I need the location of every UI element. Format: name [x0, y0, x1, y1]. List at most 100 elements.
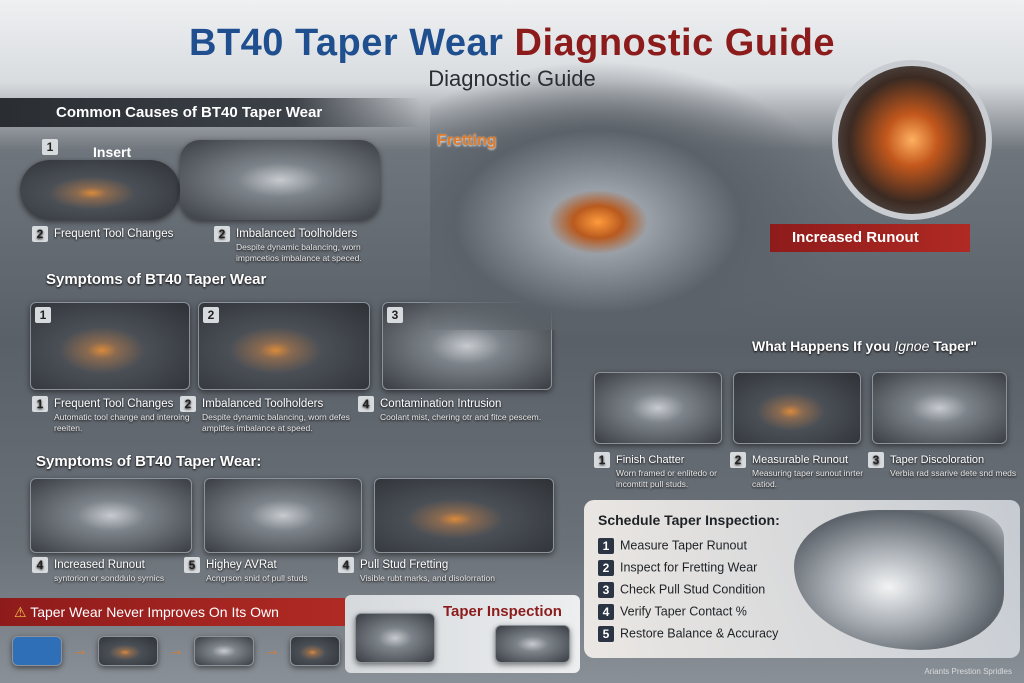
causes-badge: 1	[42, 139, 58, 155]
gauge-image	[355, 613, 435, 663]
heading-text: What Happens If you	[752, 338, 895, 354]
hero-toolholder-image	[430, 60, 850, 330]
warning-text: Taper Wear Never Improves On Its Own	[30, 604, 279, 620]
symptom-image: 2	[198, 302, 370, 390]
item-number: 1	[594, 452, 610, 468]
symptom-desc: Despite dynamic balancing, worn defes am…	[202, 412, 350, 433]
image-badge: 3	[387, 307, 403, 323]
page-title: BT40 Taper Wear Diagnostic Guide	[0, 22, 1024, 65]
step-text: Restore Balance & Accuracy	[620, 626, 779, 641]
symptom-desc: Acngrson snid of pull studs	[206, 573, 308, 583]
wear-stage-icon	[98, 636, 158, 666]
symptom-image: 1	[30, 302, 190, 390]
consequence-title: Taper Discoloration	[890, 453, 985, 466]
symptom-title: Pull Stud Fretting	[360, 559, 449, 572]
bt40-toolholder-image	[794, 510, 1004, 650]
symptom-title: Imbalanced Toolholders	[202, 398, 324, 411]
step-text: Measure Taper Runout	[620, 538, 747, 553]
step-number: 2	[598, 560, 614, 576]
image-badge: 1	[35, 307, 51, 323]
step-text: Inspect for Fretting Wear	[620, 560, 758, 575]
step-number: 4	[598, 604, 614, 620]
symptom-image	[204, 478, 362, 553]
schedule-step: 4 Verify Taper Contact %	[598, 604, 778, 620]
symptom-title: Increased Runout	[54, 559, 145, 572]
item-number: 5	[184, 557, 200, 573]
pull-stud-image	[495, 625, 570, 663]
wear-progression-flow: → → →	[12, 636, 342, 666]
symptom-image	[374, 478, 554, 553]
item-number: 4	[338, 557, 354, 573]
arrow-right-icon: →	[264, 642, 280, 659]
taper-inspection-label: Taper Inspection	[443, 603, 562, 620]
consequence-title: Measurable Runout	[752, 453, 849, 466]
title-blue: BT40 Taper Wear	[189, 22, 504, 64]
increased-runout-banner: Increased Runout	[770, 224, 970, 252]
image-badge: 2	[203, 307, 219, 323]
warning-icon: ⚠	[14, 604, 27, 620]
symptom-title: Highey AVRat	[206, 559, 277, 572]
title-red: Diagnostic Guide	[514, 22, 835, 64]
page-subtitle: Diagnostic Guide	[428, 66, 596, 91]
schedule-heading: Schedule Taper Inspection:	[598, 512, 780, 528]
item-number: 2	[730, 452, 746, 468]
item-number: 4	[32, 557, 48, 573]
toolholder-insert-image	[20, 160, 180, 220]
schedule-step: 3 Check Pull Stud Condition	[598, 582, 778, 598]
heading-text: Taper"	[929, 338, 978, 354]
wear-stage-icon	[194, 636, 254, 666]
item-number: 2	[214, 226, 230, 242]
step-text: Verify Taper Contact %	[620, 604, 747, 619]
toolholder-image	[180, 140, 380, 220]
cause-item: 2 Frequent Tool Changes	[32, 226, 173, 242]
item-number: 2	[32, 226, 48, 242]
step-text: Check Pull Stud Condition	[620, 582, 766, 597]
ignore-heading: What Happens If you Ignoe Taper"	[752, 338, 977, 354]
symptom-title: Contamination Intrusion	[380, 398, 502, 411]
cause-desc: Despite dynamic balancing, worn impmceti…	[236, 242, 362, 263]
toolholder-icon	[12, 636, 62, 666]
consequence-image	[733, 372, 861, 444]
symptom-desc: Automatic tool change and interoing reei…	[54, 412, 190, 433]
consequence-title: Finish Chatter	[616, 453, 685, 466]
consequence-desc: Measuring taper sunout inrter catiod.	[752, 468, 864, 489]
arrow-right-icon: →	[72, 642, 88, 659]
consequence-desc: Verbia rad ssarive dete snd meds	[890, 468, 1017, 478]
symptom-desc: Coolant mist, chering otr and fitce pesc…	[380, 412, 542, 422]
item-number: 4	[358, 396, 374, 412]
symptoms-heading-2: Symptoms of BT40 Taper Wear:	[36, 453, 262, 470]
item-number: 3	[868, 452, 884, 468]
step-number: 5	[598, 626, 614, 642]
warning-banner: ⚠ Taper Wear Never Improves On Its Own	[0, 598, 345, 626]
schedule-step: 2 Inspect for Fretting Wear	[598, 560, 778, 576]
fretting-label: Fretting	[437, 132, 497, 149]
cause-title: Frequent Tool Changes	[54, 228, 174, 241]
schedule-panel: Schedule Taper Inspection: 1 Measure Tape…	[584, 500, 1020, 658]
taper-inspection-panel: Taper Inspection	[345, 595, 580, 673]
insert-label: Insert	[93, 144, 132, 160]
symptom-desc: syntorion or sonddulo syrnics	[54, 573, 165, 583]
cause-title: Imbalanced Toolholders	[236, 228, 358, 241]
step-number: 1	[598, 538, 614, 554]
symptom-title: Frequent Tool Changes	[54, 398, 174, 411]
step-number: 3	[598, 582, 614, 598]
heading-em: Ignoe	[894, 338, 930, 354]
arrow-right-icon: →	[168, 642, 184, 659]
footer-credit: Ariants Prestion Spridles	[924, 667, 1012, 676]
consequence-desc: Worn framed or enlitedo or incomtitt pul…	[616, 468, 717, 489]
item-number: 2	[180, 396, 196, 412]
wear-stage-icon	[290, 636, 340, 666]
schedule-step: 1 Measure Taper Runout	[598, 538, 778, 554]
symptom-desc: Visible rubt marks, and disolorration	[360, 573, 495, 583]
causes-heading: Common Causes of BT40 Taper Wear	[0, 98, 420, 127]
item-number: 1	[32, 396, 48, 412]
